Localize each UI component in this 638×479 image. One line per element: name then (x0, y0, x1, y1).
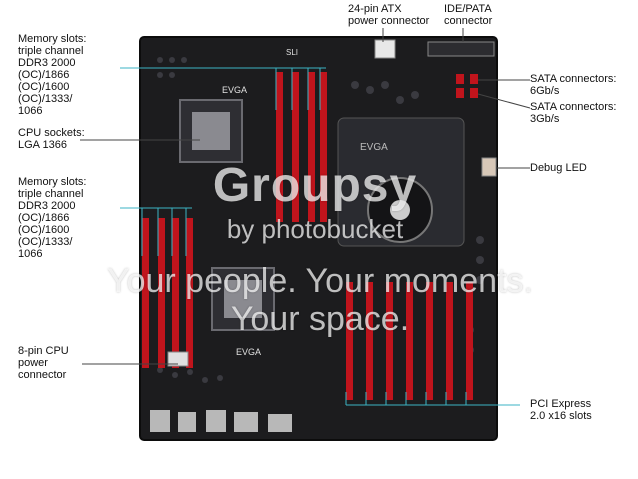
label-memory-slots-bottom: Memory slots: triple channel DDR3 2000 (… (18, 176, 87, 260)
pcie-slots (346, 282, 473, 400)
label-ide: IDE/PATA connector (444, 3, 493, 27)
ram-slots-top (276, 72, 327, 222)
board-logo-sli: SLI (286, 48, 298, 57)
label-memory-slots-top: Memory slots: triple channel DDR3 2000 (… (18, 33, 87, 117)
callout-lines-dark (80, 28, 531, 365)
board-logo-mid: EVGA (236, 347, 261, 357)
label-cpu-sockets: CPU sockets: LGA 1366 (18, 127, 85, 151)
label-sata-6gb: SATA connectors: 6Gb/s (530, 73, 617, 97)
ide-connector (427, 41, 495, 57)
cpu-socket-lower-plate (224, 280, 262, 318)
sata-connectors (456, 74, 478, 98)
ram-slots-bottom (142, 218, 193, 368)
label-debug-led: Debug LED (530, 162, 587, 174)
label-pci-express: PCI Express 2.0 x16 slots (530, 398, 592, 422)
rear-io (150, 410, 292, 432)
heatsink-fan-hub (390, 200, 410, 220)
label-atx-power: 24-pin ATX power connector (348, 3, 430, 27)
pcb-components (157, 57, 484, 383)
label-cpu-power: 8-pin CPU power connector (18, 345, 69, 381)
cpu-power-connector (167, 351, 189, 367)
cpu-socket-upper-plate (192, 112, 230, 150)
debug-led (481, 157, 497, 177)
heatsink-logo: EVGA (360, 142, 388, 153)
atx-connector (374, 39, 396, 59)
callout-lines (120, 67, 520, 406)
label-sata-3gb: SATA connectors: 3Gb/s (530, 101, 617, 125)
board-logo-top: EVGA (222, 85, 247, 95)
